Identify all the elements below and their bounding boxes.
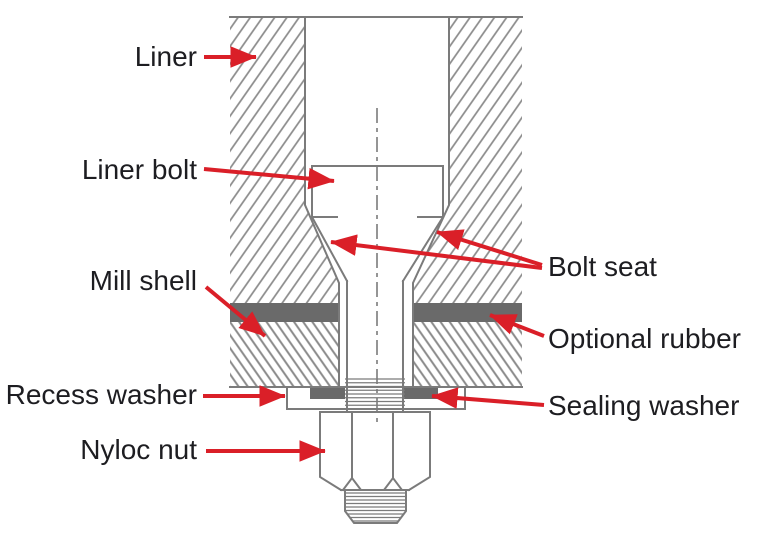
label-recess-washer: Recess washer [5, 379, 197, 410]
arrow-sealing-washer [431, 387, 545, 409]
label-liner-bolt: Liner bolt [81, 154, 197, 185]
bolt-tip-threads [345, 492, 406, 522]
bolt-hole-wall-left [304, 16, 340, 388]
mill-shell-section-right [413, 322, 522, 387]
bolt-hole-wall-right [412, 16, 450, 388]
sealing-washer-left [310, 388, 345, 399]
bolt-shank [346, 280, 404, 411]
bolt-threads [345, 378, 405, 410]
arrow-bolt-seat-left [330, 234, 543, 270]
label-sealing-washer: Sealing washer [548, 390, 740, 421]
label-nyloc-nut: Nyloc nut [80, 434, 197, 465]
nyloc-nut-shape [319, 411, 431, 524]
label-liner: Liner [134, 41, 197, 72]
nut-facets [351, 412, 394, 478]
arrow-bolt-seat-right [436, 229, 543, 267]
nut-facet-chamfers [341, 476, 404, 492]
mill-shell-section-left [230, 322, 339, 387]
sealing-washer-right [403, 388, 438, 399]
nut-sides [319, 411, 431, 492]
bolt-cone-seat [310, 215, 445, 283]
arrow-optional-rubber [489, 313, 545, 338]
arrow-liner-bolt [203, 167, 335, 190]
label-bolt-seat: Bolt seat [548, 251, 657, 282]
label-mill-shell: Mill shell [89, 265, 197, 296]
label-optional-rubber: Optional rubber [548, 323, 742, 354]
liner-section-left [230, 17, 339, 303]
arrow-mill-shell [204, 285, 267, 338]
